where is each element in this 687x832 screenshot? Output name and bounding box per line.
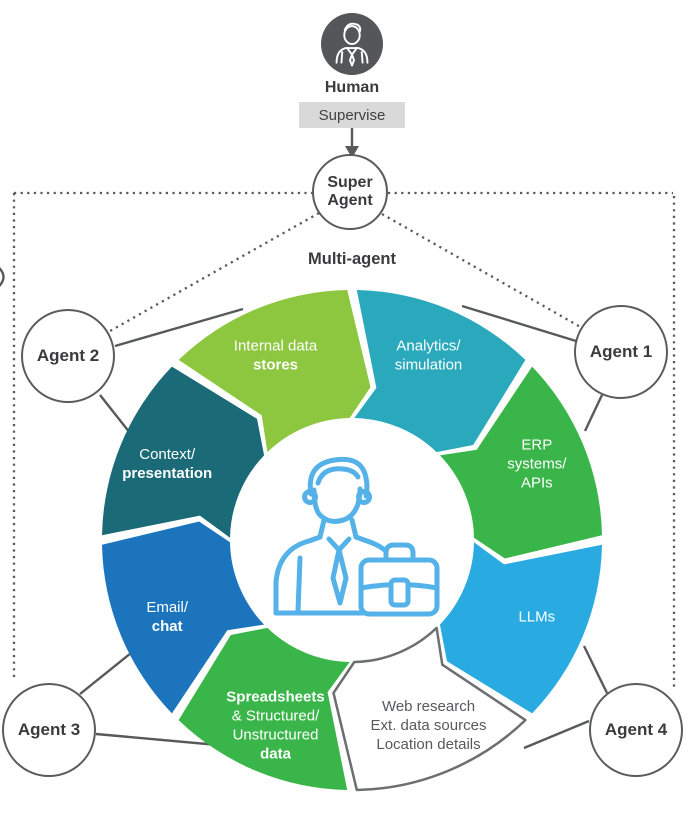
agent-4-node: Agent 4 bbox=[589, 683, 683, 777]
supervise-arrow bbox=[345, 128, 359, 158]
connector-agent1-erp bbox=[583, 394, 604, 432]
ring-label-llms: LLMs bbox=[518, 609, 555, 626]
ring-label-analytics: Analytics/simulation bbox=[395, 338, 463, 374]
ring-segment-spreadsheets bbox=[178, 627, 350, 790]
agent-2-label: Agent 2 bbox=[36, 346, 100, 365]
connector-agent3-email bbox=[79, 648, 137, 695]
agent-1-label: Agent 1 bbox=[589, 342, 653, 361]
agent-3-node: Agent 3 bbox=[2, 683, 96, 777]
agent-1-node: Agent 1 bbox=[574, 305, 668, 399]
ring-label-email-chat: Email/chat bbox=[146, 599, 189, 635]
ring-segment-llms bbox=[439, 542, 602, 714]
supervise-badge: Supervise bbox=[299, 102, 405, 128]
agent-3-label: Agent 3 bbox=[17, 720, 81, 739]
ring-segment-analytics bbox=[354, 290, 526, 453]
ring-segment-context-presentation bbox=[102, 366, 265, 538]
connector-agent2-internal-data bbox=[114, 307, 244, 348]
ring-label-context-presentation: Context/presentation bbox=[122, 446, 212, 482]
supervise-arrowhead-icon bbox=[345, 146, 359, 158]
connector-agent3-spreadsheets bbox=[95, 732, 219, 747]
person-suit-icon bbox=[335, 22, 369, 67]
human-node bbox=[321, 13, 383, 75]
agent-4-label: Agent 4 bbox=[604, 720, 668, 739]
businessman-briefcase-icon bbox=[273, 456, 440, 617]
connector-agent4-web-research bbox=[523, 719, 590, 750]
ring-segment-email-chat bbox=[102, 521, 265, 714]
super-agent-label-line1: Super bbox=[327, 173, 373, 191]
connector-agent4-llms bbox=[582, 645, 609, 694]
human-label: Human bbox=[324, 79, 380, 96]
connector-agent1-analytics bbox=[461, 304, 577, 343]
dotted-guide-lines bbox=[0, 191, 676, 688]
dotted-line-super-to-agent2 bbox=[109, 211, 320, 333]
ring-segment-web-research bbox=[332, 626, 527, 792]
super-agent-node: Super Agent bbox=[312, 154, 388, 230]
agent-2-node: Agent 2 bbox=[21, 309, 115, 403]
multi-agent-title: Multi-agent bbox=[308, 250, 396, 268]
agent-connectors bbox=[79, 304, 609, 750]
ring-segment-internal-data-stores bbox=[178, 290, 371, 453]
ring-segment-erp bbox=[439, 366, 602, 559]
super-agent-label-line2: Agent bbox=[327, 192, 373, 209]
clipped-arrowhead-icon bbox=[0, 267, 5, 287]
